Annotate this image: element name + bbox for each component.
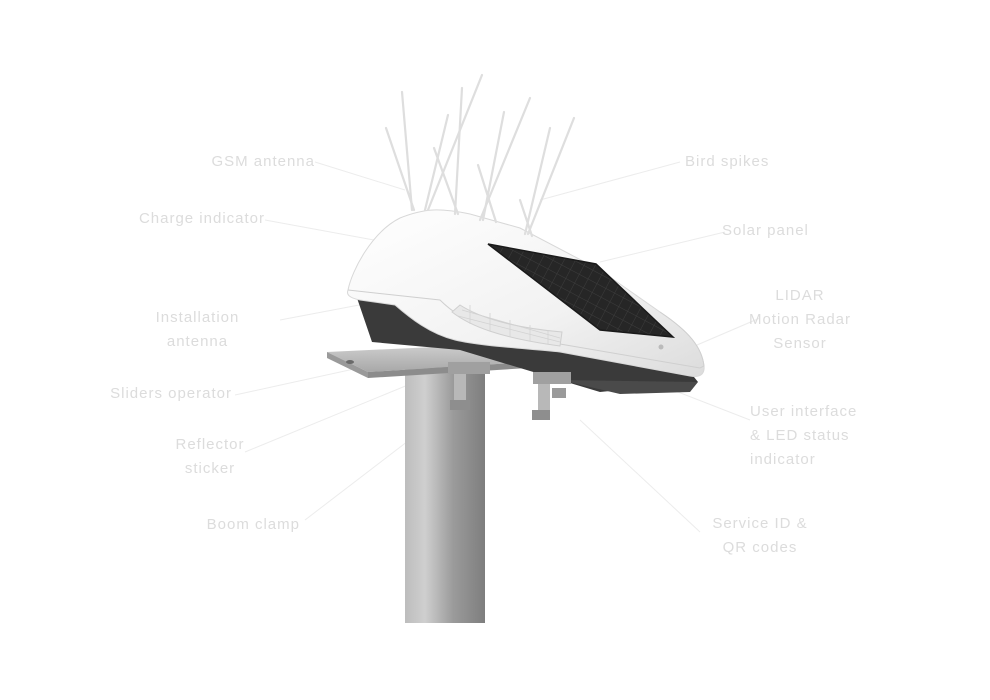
label-motion-sensor: LIDAR Motion Radar Sensor (735, 284, 865, 356)
label-reflector-sticker-line1: Reflector (175, 436, 245, 453)
bird-spikes (384, 73, 576, 238)
label-reflector-sticker-line2: sticker (184, 460, 236, 477)
leader-line-service-id (579, 419, 701, 533)
label-motion-sensor-line3: Sensor (773, 335, 827, 352)
label-installation-antenna-line1: Installation (155, 309, 240, 326)
label-installation-antenna-line2: antenna (166, 333, 229, 350)
label-solar-panel: Solar panel (722, 222, 809, 239)
label-user-interface-line2: & LED status (750, 427, 850, 444)
label-charge-indicator: Charge indicator (138, 210, 265, 227)
leader-line-charge-indicator (264, 219, 386, 243)
label-boom-clamp: Boom clamp (206, 516, 300, 533)
label-user-interface: User interface & LED status indicator (750, 400, 890, 472)
label-motion-sensor-line1: LIDAR (775, 287, 825, 304)
leader-line-reflector-sticker (244, 379, 421, 453)
boom-clamp-right (532, 372, 571, 420)
leader-line-solar-panel (599, 231, 726, 263)
label-user-interface-line1: User interface (750, 403, 858, 420)
label-user-interface-line3: indicator (750, 451, 816, 468)
label-motion-sensor-line2: Motion Radar (748, 311, 852, 328)
label-service-id: Service ID & QR codes (695, 512, 825, 560)
leader-line-installation-antenna (279, 301, 376, 321)
solar-panel (487, 243, 676, 338)
leader-line-gsm-antenna (314, 161, 406, 191)
label-sliders-operator: Sliders operator (110, 385, 232, 402)
housing (347, 209, 705, 377)
label-service-id-line1: Service ID & (712, 515, 808, 532)
pole (405, 355, 485, 623)
boom-clamp-left (448, 362, 490, 410)
label-gsm-antenna: GSM antenna (211, 153, 315, 170)
leader-line-bird-spikes (539, 161, 681, 201)
label-reflector-sticker: Reflector sticker (145, 433, 275, 481)
leader-line-motion-sensor (689, 317, 761, 349)
label-installation-antenna: Installation antenna (115, 306, 280, 354)
label-bird-spikes: Bird spikes (685, 153, 770, 170)
label-service-id-line2: QR codes (722, 539, 798, 556)
